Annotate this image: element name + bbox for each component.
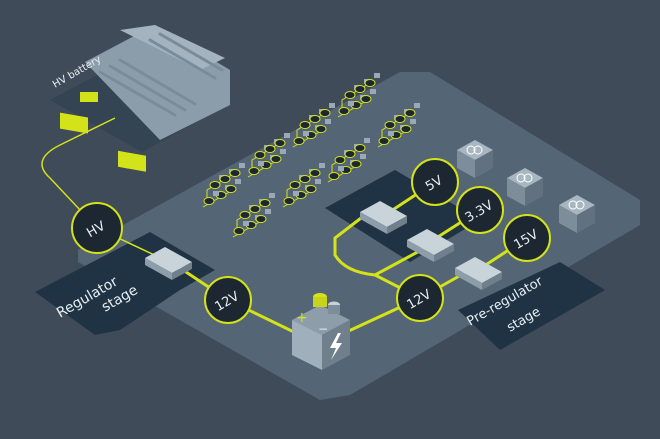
ic-chips xyxy=(457,140,595,233)
load-cluster xyxy=(282,163,325,208)
load-cluster xyxy=(292,103,335,148)
battery-minus: − xyxy=(318,322,328,336)
12v-battery: + − xyxy=(292,293,350,370)
load-cluster xyxy=(232,193,275,238)
preregulator-stage-panel xyxy=(458,262,605,350)
svg-text:5V: 5V xyxy=(423,173,445,195)
load-cluster xyxy=(202,163,245,208)
hv-battery: HV battery xyxy=(50,25,230,172)
node-12v-preregulator: 12V xyxy=(396,274,444,322)
load-cluster xyxy=(247,133,290,178)
node-hv: HV xyxy=(71,202,123,254)
node-3-3v: 3.3V xyxy=(456,186,504,234)
node-15v: 15V xyxy=(503,214,551,262)
node-5v: 5V xyxy=(411,158,459,206)
lightning-icon xyxy=(330,333,342,360)
node-12v-regulator: 12V xyxy=(204,276,252,324)
load-clusters xyxy=(202,73,420,238)
load-cluster xyxy=(377,103,420,148)
battery-plus: + xyxy=(296,310,308,326)
load-cluster xyxy=(337,73,380,118)
load-cluster xyxy=(327,138,370,183)
regulator-modules xyxy=(145,201,502,290)
